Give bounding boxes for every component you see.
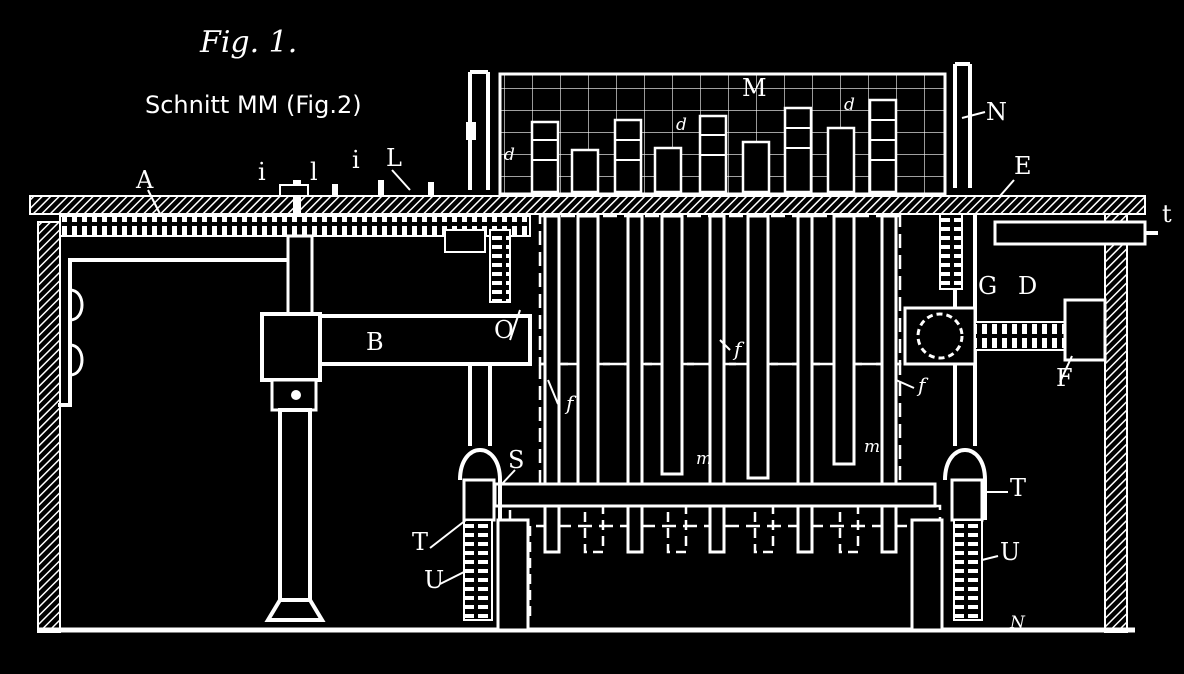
arm-right bbox=[943, 214, 987, 621]
arm-left bbox=[458, 364, 502, 621]
label-b: B bbox=[366, 328, 384, 356]
label-t-2: T bbox=[1010, 474, 1026, 502]
label-t-1: T bbox=[412, 528, 428, 556]
lever-b bbox=[318, 314, 532, 366]
label-e: E bbox=[1014, 152, 1032, 180]
label-t-small: t bbox=[1162, 200, 1172, 228]
label-s: S bbox=[508, 446, 524, 474]
label-o: O bbox=[494, 316, 514, 344]
label-g: G bbox=[978, 272, 997, 300]
top-pins bbox=[279, 180, 434, 197]
lower-columns bbox=[496, 518, 944, 632]
top-plate bbox=[29, 195, 1146, 215]
label-m-1: m bbox=[696, 449, 712, 469]
label-n: N bbox=[986, 98, 1007, 126]
label-i-2: i bbox=[352, 146, 360, 174]
label-n-2: N bbox=[1009, 613, 1026, 633]
label-u-1: U bbox=[424, 566, 444, 594]
part-labels: A i l i L M N E t G D F B O S T T U U N … bbox=[135, 74, 1172, 633]
figure-title: Fig. 1. bbox=[199, 25, 297, 60]
base-plate-s bbox=[493, 482, 937, 508]
label-u-2: U bbox=[1000, 538, 1020, 566]
label-d: D bbox=[1018, 272, 1037, 300]
label-f-2: f bbox=[732, 337, 745, 361]
main-spindle bbox=[260, 180, 326, 622]
counter-pegs bbox=[530, 98, 898, 194]
label-d-3: d bbox=[844, 95, 855, 115]
label-f-3: f bbox=[916, 373, 929, 397]
label-m: M bbox=[742, 74, 767, 102]
label-d-2: d bbox=[676, 115, 687, 135]
label-d-1: d bbox=[504, 145, 515, 165]
outer-case bbox=[37, 213, 1135, 633]
label-f-1: f bbox=[564, 391, 577, 415]
label-l: L bbox=[386, 144, 402, 172]
drive-mechanism bbox=[903, 213, 1158, 366]
counter-rods bbox=[543, 214, 898, 554]
label-m-2: m bbox=[864, 437, 880, 457]
rack-o bbox=[489, 229, 511, 303]
figure-caption: Schnitt MM (Fig.2) bbox=[145, 91, 362, 119]
label-l-1: l bbox=[310, 158, 318, 186]
leader-lines bbox=[147, 111, 1073, 585]
left-frame bbox=[58, 258, 300, 407]
label-i-1: i bbox=[258, 158, 266, 186]
label-f-cap: F bbox=[1056, 364, 1073, 392]
label-a: A bbox=[135, 166, 154, 194]
